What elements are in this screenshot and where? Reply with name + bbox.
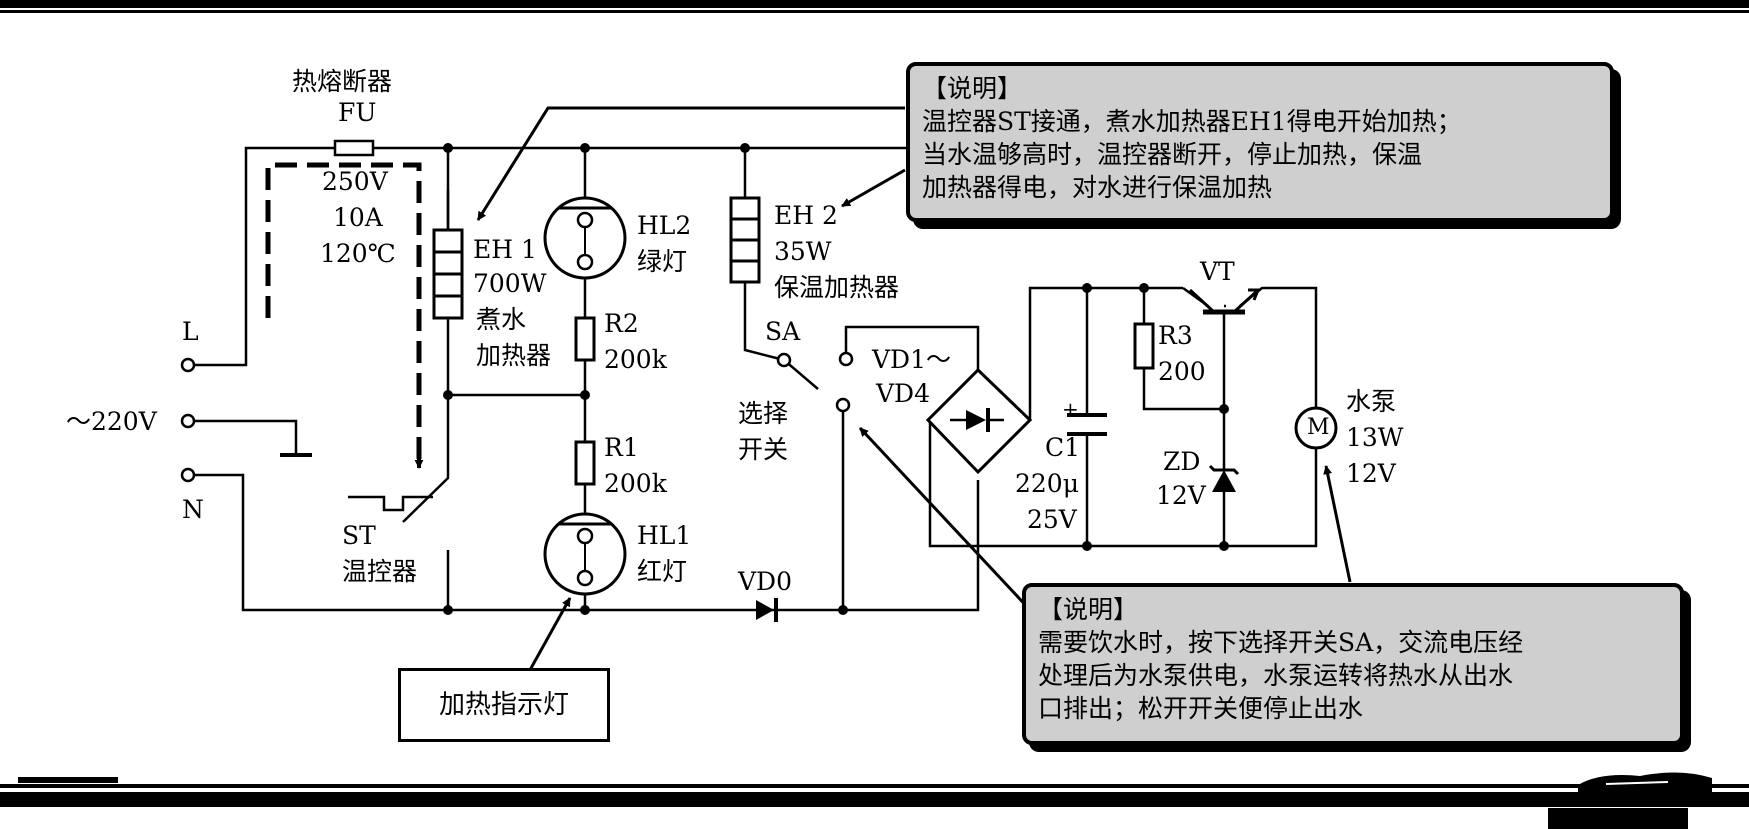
zd-label-id: ZD <box>1163 447 1201 476</box>
note-bottom-line-2: 处理后为水泵供电，水泵运转将热水从出水 <box>1038 661 1514 690</box>
sa-label-cn1: 选择 <box>738 399 789 428</box>
eh1-heater-symbol <box>432 228 464 320</box>
note-bottom-line-1: 需要饮水时，按下选择开关SA，交流电压经 <box>1038 628 1524 657</box>
sa-label-id: SA <box>765 317 801 346</box>
hl1-lamp-symbol <box>543 512 627 596</box>
st-label-id: ST <box>342 521 376 550</box>
pump-power: 13W <box>1346 423 1404 452</box>
terminal-n-label: N <box>182 495 204 524</box>
bridge-label-1: VD1～ <box>872 345 952 374</box>
fuse-label-cn: 热熔断器 <box>292 67 393 96</box>
eh1-label-cn1: 煮水 <box>476 305 527 334</box>
note-top-line-1: 温控器ST接通，煮水加热器EH1得电开始加热； <box>922 107 1462 136</box>
note-top-line-3: 加热器得电，对水进行保温加热 <box>922 173 1273 202</box>
bridge-label-2: VD4 <box>876 379 931 408</box>
r2-value: 200k <box>604 345 667 374</box>
r3-label-id: R3 <box>1158 321 1193 350</box>
r1-resistor-symbol <box>574 440 596 486</box>
zd-zener-symbol <box>1208 464 1240 492</box>
eh1-label-id: EH 1 <box>473 235 537 264</box>
terminal-ac-label: ～220V <box>66 407 157 436</box>
vd0-diode-symbol <box>756 598 778 622</box>
zd-voltage: 12V <box>1156 481 1206 510</box>
hl2-label-id: HL2 <box>637 211 692 240</box>
hl2-lamp-symbol <box>543 196 627 280</box>
pump-label-cn: 水泵 <box>1346 387 1397 416</box>
note-bottom-title: 【说明】 <box>1038 595 1139 624</box>
note-bottom-line-3: 口排出；松开开关便停止出水 <box>1038 694 1364 723</box>
eh1-power: 700W <box>473 269 547 298</box>
r1-value: 200k <box>604 469 667 498</box>
junction-dots <box>443 143 1229 615</box>
c1-capacitance: 220μ <box>1015 469 1079 498</box>
terminals <box>180 357 196 483</box>
c1-label-id: C1 <box>1045 433 1081 462</box>
fuse-label-id: FU <box>338 98 377 127</box>
hl1-label-id: HL1 <box>637 521 692 550</box>
eh2-power: 35W <box>774 237 832 266</box>
heat-indicator-box: 加热指示灯 <box>398 668 610 742</box>
fuse-symbol <box>333 139 375 157</box>
hl1-label-cn: 红灯 <box>637 557 688 586</box>
bridge-rectifier-symbol <box>925 367 1033 475</box>
thermal-link-dashed <box>265 162 422 460</box>
pump-motor-symbol <box>1294 406 1338 450</box>
sa-label-cn2: 开关 <box>738 435 789 464</box>
eh2-heater-symbol <box>729 196 761 284</box>
pump-voltage: 12V <box>1346 459 1396 488</box>
r3-value: 200 <box>1158 357 1206 386</box>
note-top-title: 【说明】 <box>922 74 1023 103</box>
hl2-label-cn: 绿灯 <box>637 247 688 276</box>
c1-plus-sign: + <box>1062 397 1079 421</box>
r1-label-id: R1 <box>604 433 639 462</box>
st-label-cn: 温控器 <box>342 557 418 586</box>
vd0-label: VD0 <box>738 567 793 596</box>
eh1-label-cn2: 加热器 <box>476 341 552 370</box>
eh2-label-cn: 保温加热器 <box>774 273 900 302</box>
vt-label: VT <box>1200 257 1235 286</box>
callout-arrows <box>476 106 1352 671</box>
r2-resistor-symbol <box>574 316 596 362</box>
vt-transistor-symbol <box>1188 288 1261 315</box>
r2-label-id: R2 <box>604 309 639 338</box>
fuse-voltage: 250V <box>322 167 388 196</box>
fuse-temperature: 120℃ <box>320 239 396 268</box>
note-top: 【说明】 温控器ST接通，煮水加热器EH1得电开始加热； 当水温够高时，温控器断… <box>906 62 1614 222</box>
c1-voltage: 25V <box>1027 505 1077 534</box>
terminal-l-label: L <box>182 317 199 346</box>
note-top-line-2: 当水温够高时，温控器断开，停止加热，保温 <box>922 140 1423 169</box>
fuse-current: 10A <box>333 203 383 232</box>
eh2-label-id: EH 2 <box>774 201 838 230</box>
c1-capacitor-symbol <box>1067 413 1107 436</box>
motor-letter: M <box>1307 415 1330 440</box>
note-bottom: 【说明】 需要饮水时，按下选择开关SA，交流电压经 处理后为水泵供电，水泵运转将… <box>1022 583 1684 745</box>
r3-resistor-symbol <box>1133 322 1155 370</box>
sa-switch-symbol <box>776 351 854 413</box>
